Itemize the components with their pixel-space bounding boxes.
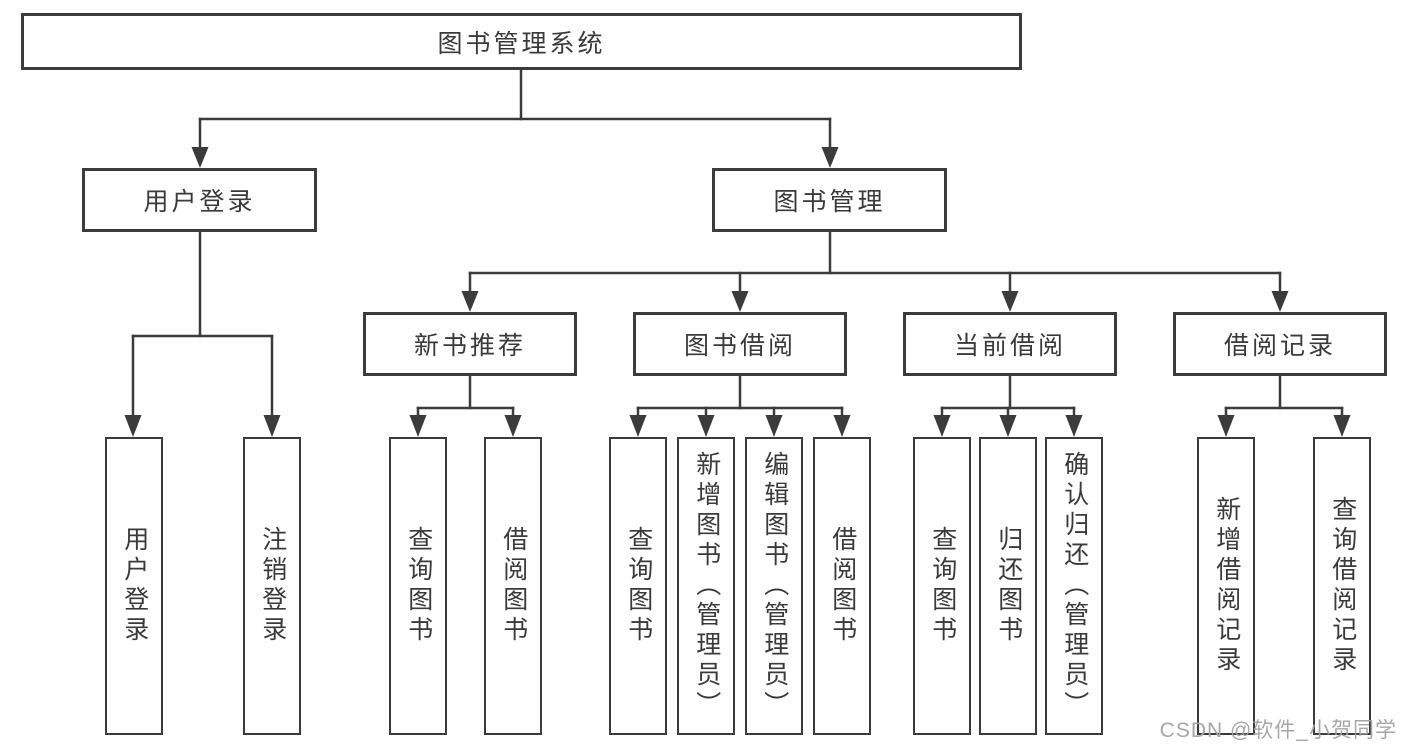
arrowhead-icon (504, 415, 522, 437)
node-label: 新增图书（管理员） (692, 451, 721, 721)
node-book-borrowing: 图书借阅 (633, 312, 847, 376)
node-label: 注销登录 (258, 526, 287, 646)
leaf-query-books-recommend: 查询图书 (389, 437, 447, 735)
node-book-management: 图书管理 (712, 168, 947, 232)
leaf-user-login: 用户登录 (105, 437, 163, 735)
node-label: 归还图书 (994, 526, 1023, 646)
arrowhead-icon (999, 415, 1017, 437)
node-current-borrowing: 当前借阅 (903, 312, 1117, 376)
arrowhead-icon (191, 147, 209, 168)
arrowhead-icon (821, 147, 839, 168)
node-label: 新书推荐 (413, 332, 526, 360)
node-label: 当前借阅 (953, 332, 1066, 360)
arrowhead-icon (833, 415, 851, 437)
node-label: 用户登录 (120, 526, 149, 646)
arrowhead-icon (765, 415, 783, 437)
arrowhead-icon (1065, 415, 1083, 437)
leaf-query-borrow-record: 查询借阅记录 (1313, 437, 1371, 735)
arrowhead-icon (1001, 291, 1019, 312)
arrowhead-icon (697, 415, 715, 437)
csdn-watermark: CSDN @软件_小贺同学 (1159, 719, 1397, 742)
node-new-book-recommend: 新书推荐 (363, 312, 577, 376)
arrowhead-icon (933, 415, 951, 437)
node-label: 确认归还（管理员） (1060, 451, 1089, 721)
node-label: 编辑图书（管理员） (760, 451, 789, 721)
leaf-return-books: 归还图书 (979, 437, 1037, 735)
node-root: 图书管理系统 (21, 13, 1022, 70)
arrowhead-icon (731, 291, 749, 312)
arrowhead-icon (124, 415, 142, 437)
node-label: 新增借阅记录 (1212, 496, 1241, 676)
node-label: 借阅图书 (828, 526, 857, 646)
node-label: 查询借阅记录 (1328, 496, 1357, 676)
leaf-borrow-books: 借阅图书 (813, 437, 871, 735)
node-label: 查询图书 (928, 526, 957, 646)
arrowhead-icon (461, 291, 479, 312)
arrowhead-icon (1217, 415, 1235, 437)
node-label: 图书借阅 (683, 332, 796, 360)
leaf-confirm-return-admin: 确认归还（管理员） (1045, 437, 1103, 735)
arrowhead-icon (409, 415, 427, 437)
leaf-add-borrow-record: 新增借阅记录 (1197, 437, 1255, 735)
leaf-edit-books-admin: 编辑图书（管理员） (745, 437, 803, 735)
node-label: 图书管理系统 (437, 29, 606, 58)
arrowhead-icon (263, 415, 281, 437)
node-label: 查询图书 (624, 526, 653, 646)
node-borrowing-records: 借阅记录 (1173, 312, 1387, 376)
node-label: 图书管理 (773, 188, 886, 216)
node-label: 借阅图书 (499, 526, 528, 646)
leaf-query-books-borrow: 查询图书 (609, 437, 667, 735)
leaf-logout: 注销登录 (243, 437, 301, 735)
node-user-login: 用户登录 (82, 168, 317, 232)
arrowhead-icon (1271, 291, 1289, 312)
leaf-add-books-admin: 新增图书（管理员） (677, 437, 735, 735)
node-label: 用户登录 (143, 188, 256, 216)
leaf-query-books-current: 查询图书 (913, 437, 971, 735)
leaf-borrow-books-recommend: 借阅图书 (484, 437, 542, 735)
arrowhead-icon (1333, 415, 1351, 437)
node-label: 借阅记录 (1223, 332, 1336, 360)
arrowhead-icon (629, 415, 647, 437)
node-label: 查询图书 (404, 526, 433, 646)
